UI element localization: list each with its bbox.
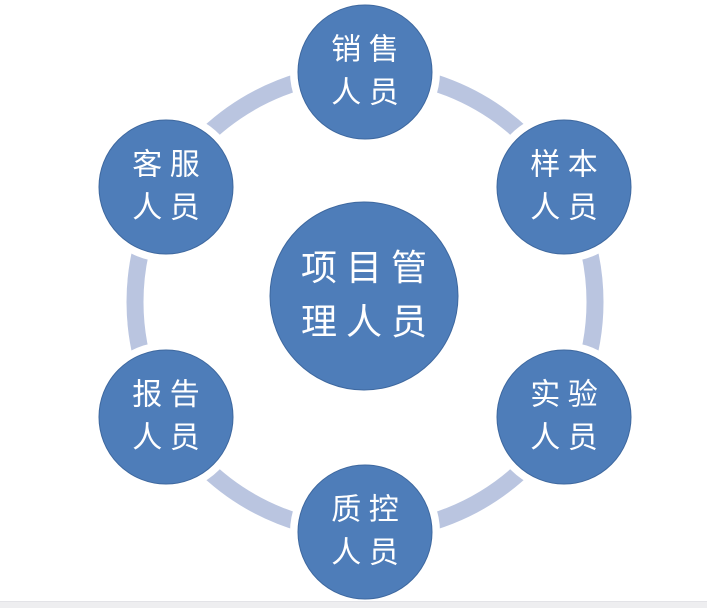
node-circle-customer-service: [98, 119, 234, 255]
node-circle-experiment: [496, 349, 632, 485]
node-circle-project-management: [269, 201, 459, 391]
node-circle-sample: [496, 119, 632, 255]
node-circle-report: [98, 349, 234, 485]
page-edge-strip: [0, 601, 707, 608]
node-circle-sales: [297, 4, 433, 140]
node-circle-quality-control: [297, 464, 433, 600]
